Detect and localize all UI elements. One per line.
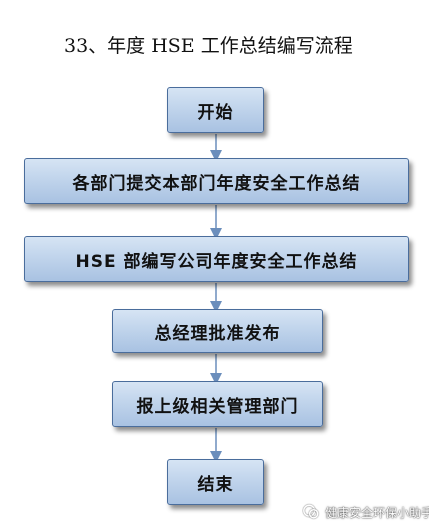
flow-step-end: 结束 (167, 459, 264, 505)
watermark: 健康安全环保小助手 (302, 500, 429, 524)
flow-step-hse-compile: HSE 部编写公司年度安全工作总结 (24, 236, 409, 282)
flow-step-report-authorities: 报上级相关管理部门 (112, 381, 323, 427)
watermark-text: 健康安全环保小助手 (325, 505, 429, 520)
flow-step-departments-submit: 各部门提交本部门年度安全工作总结 (24, 158, 409, 204)
wechat-logo-icon (303, 504, 319, 519)
page-title: 33、年度 HSE 工作总结编写流程 (64, 35, 353, 57)
flow-step-start: 开始 (167, 87, 264, 133)
flow-step-gm-approve: 总经理批准发布 (112, 309, 323, 353)
